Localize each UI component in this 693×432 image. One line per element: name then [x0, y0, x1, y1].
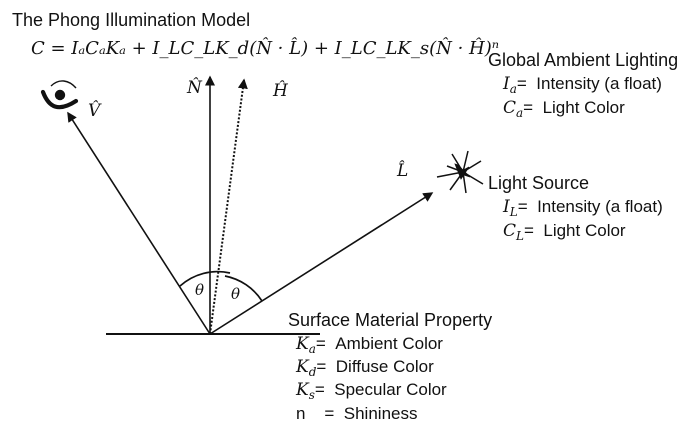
global-ambient-color-row: Ca= Light Color	[503, 99, 625, 119]
theta-arc-right	[224, 275, 263, 302]
theta-label-right: θ	[231, 285, 241, 303]
equals-sign: =	[517, 197, 528, 216]
theta-arc-left	[179, 270, 231, 287]
material-description: Specular Color	[334, 380, 447, 399]
diagram-title: The Phong Illumination Model	[12, 10, 251, 30]
material-description: Shininess	[343, 404, 418, 423]
material-subscript: d	[308, 365, 317, 379]
color-symbol: C	[503, 98, 517, 118]
material-symbol: K	[296, 357, 309, 377]
intensity-symbol: I	[503, 197, 510, 217]
light-source-intensity-row: IL= Intensity (a float)	[503, 198, 663, 218]
intensity-symbol: I	[503, 74, 510, 94]
equals-sign: =	[314, 380, 325, 399]
color-description: Light Color	[543, 221, 626, 240]
surface-material-shininess-row: n = Shininess	[296, 405, 417, 422]
material-description: Diffuse Color	[335, 357, 434, 376]
material-subscript: s	[308, 388, 315, 402]
equals-sign: =	[315, 334, 326, 353]
intensity-subscript: a	[509, 82, 517, 96]
color-subscript: L	[516, 229, 524, 243]
equals-sign: =	[316, 357, 327, 376]
equals-sign: =	[516, 74, 527, 93]
surface-material-diffuse-row: Kd= Diffuse Color	[296, 358, 434, 378]
surface-material-ambient-row: Ka= Ambient Color	[296, 335, 443, 355]
view-vector	[67, 111, 211, 335]
color-symbol: C	[503, 221, 517, 241]
eye-icon	[40, 80, 79, 110]
color-description: Light Color	[542, 98, 625, 117]
equals-sign: =	[523, 98, 534, 117]
equals-sign: =	[324, 404, 335, 423]
intensity-subscript: L	[509, 205, 518, 219]
material-symbol: K	[296, 380, 309, 400]
equals-sign: =	[523, 221, 534, 240]
material-description: Ambient Color	[335, 334, 443, 353]
view-vector-label: V̂	[88, 101, 101, 121]
theta-label-left: θ	[195, 281, 205, 299]
global-ambient-intensity-row: Ia= Intensity (a float)	[503, 75, 662, 95]
light-source-color-row: CL= Light Color	[503, 222, 626, 242]
phong-formula: C = IₐCₐKₐ + I_LC_LK_d(N̂ · L̂) + I_LC_L…	[31, 38, 500, 59]
light-burst-icon	[436, 150, 484, 194]
material-symbol: n	[296, 404, 306, 423]
halfway-vector-label: Ĥ	[273, 81, 288, 101]
material-symbol: K	[296, 334, 309, 354]
halfway-vector	[209, 78, 248, 335]
intensity-description: Intensity (a float)	[537, 197, 663, 216]
normal-vector-label: N̂	[187, 78, 202, 98]
global-ambient-heading: Global Ambient Lighting	[488, 50, 679, 70]
surface-material-heading: Surface Material Property	[288, 310, 493, 330]
light-source-heading: Light Source	[488, 173, 590, 193]
surface-material-specular-row: Ks= Specular Color	[296, 381, 447, 401]
light-vector	[209, 192, 434, 335]
intensity-description: Intensity (a float)	[536, 74, 662, 93]
color-subscript: a	[516, 106, 524, 120]
material-subscript: a	[308, 342, 316, 356]
light-vector-label: L̂	[397, 161, 409, 181]
